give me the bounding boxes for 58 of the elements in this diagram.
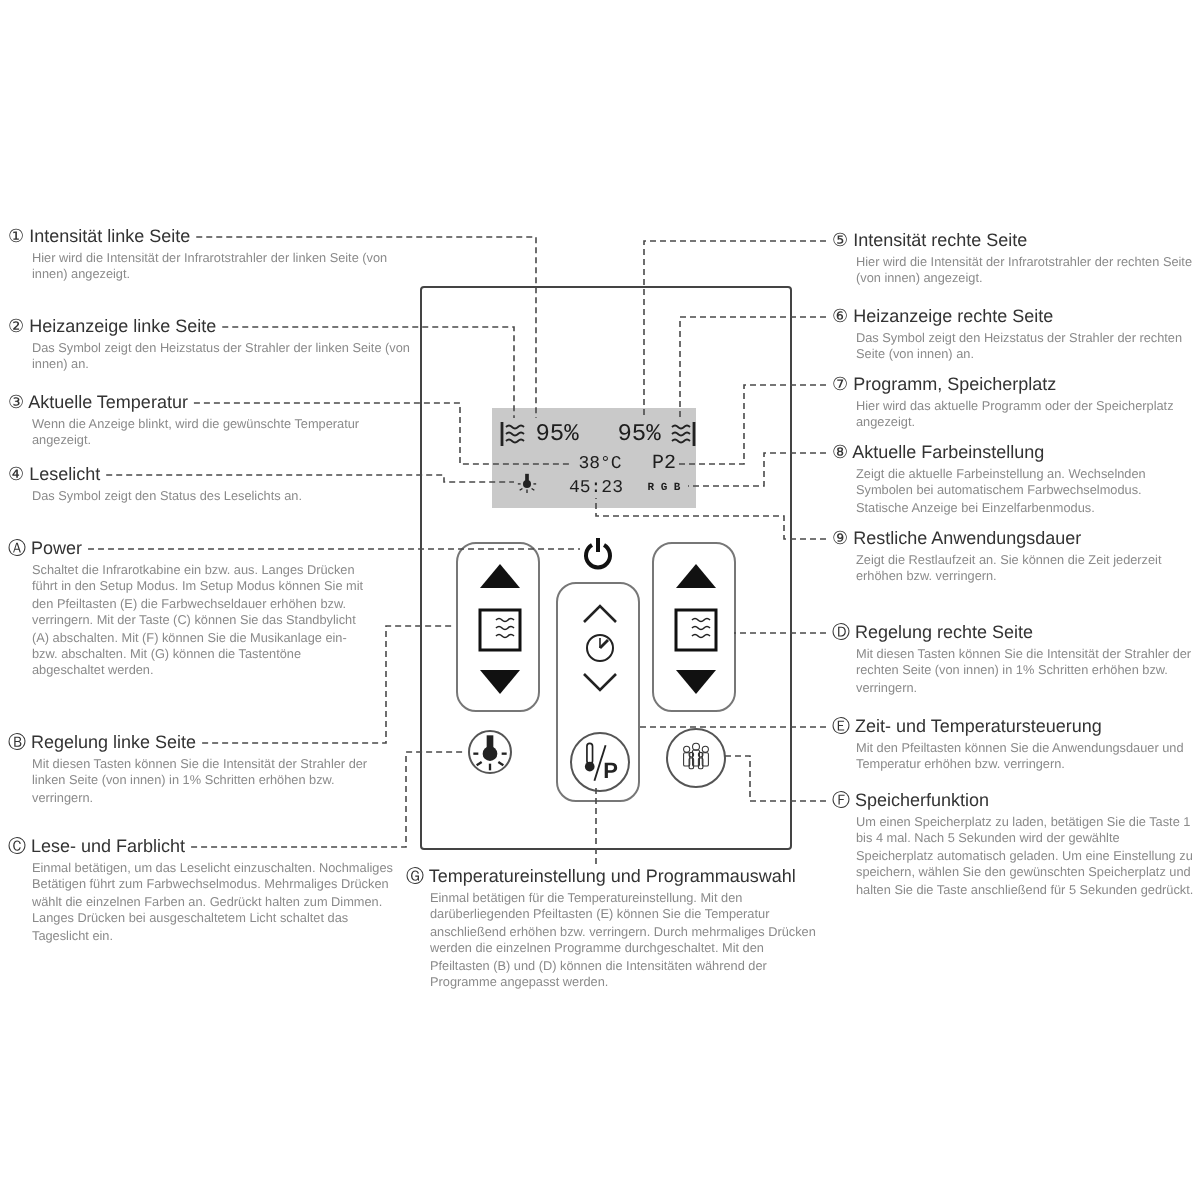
light-bulb-icon	[516, 472, 538, 494]
callout-heading: ⑥ Heizanzeige rechte Seite	[832, 306, 1054, 328]
light-button	[468, 730, 512, 774]
callout-heading: ③ Aktuelle Temperatur	[8, 392, 188, 414]
callout-heading: ⑧ Aktuelle Farbeinstellung	[832, 442, 1045, 464]
callout-heading: ⑦ Programm, Speicherplatz	[832, 374, 1057, 396]
up-triangle-icon	[676, 564, 716, 588]
down-triangle-icon	[676, 670, 716, 694]
callout-heading: ⑨ Restliche Anwendungsdauer	[832, 528, 1082, 550]
callout-heading: Ⓑ Regelung linke Seite	[8, 732, 197, 754]
leader-line	[679, 316, 827, 419]
callout-heading: Ⓔ Zeit- und Temperatursteuerung	[832, 716, 1102, 738]
program-readout: P2	[648, 454, 680, 476]
leader-line	[637, 726, 827, 728]
leader-line	[195, 236, 537, 419]
leader-line	[193, 402, 573, 465]
heater-icon	[478, 608, 522, 652]
callout-heading: ④ Leselicht	[8, 464, 101, 486]
leader-line	[723, 755, 827, 802]
intensity-readout: 95%	[612, 420, 666, 448]
leader-line	[595, 497, 827, 540]
leader-line	[687, 452, 827, 487]
intensity-readout: 95%	[530, 420, 584, 448]
up-chevron-icon	[580, 604, 620, 624]
temperature-readout: 38°C	[574, 454, 626, 476]
leader-line	[595, 787, 597, 865]
leader-line	[201, 625, 455, 744]
leader-line	[190, 751, 467, 848]
callout-heading: ⑤ Intensität rechte Seite	[832, 230, 1028, 252]
heat-waves-icon	[500, 420, 528, 448]
callout-heading: ① Intensität linke Seite	[8, 226, 191, 248]
down-triangle-icon	[480, 670, 520, 694]
down-chevron-icon	[580, 672, 620, 692]
button-group	[456, 542, 540, 712]
power-icon	[582, 536, 614, 568]
callout-heading: Ⓖ Temperatureinstellung und Programmauswahl	[406, 866, 796, 888]
leader-line	[221, 326, 515, 419]
heat-waves-icon	[668, 420, 696, 448]
leader-line	[105, 474, 515, 483]
family-button	[666, 728, 726, 788]
time-readout: 45:23	[566, 476, 626, 500]
leader-line	[643, 240, 827, 419]
callout-heading: Ⓕ Speicherfunktion	[832, 790, 990, 812]
lcd-display	[492, 408, 696, 508]
control-panel	[420, 286, 792, 850]
callout-heading: Ⓓ Regelung rechte Seite	[832, 622, 1034, 644]
callout-heading: Ⓐ Power	[8, 538, 83, 560]
leader-line	[733, 632, 827, 634]
up-triangle-icon	[480, 564, 520, 588]
heater-icon	[674, 608, 718, 652]
button-group	[652, 542, 736, 712]
leader-line	[677, 384, 827, 465]
callout-heading: ② Heizanzeige linke Seite	[8, 316, 217, 338]
callout-heading: Ⓒ Lese- und Farblicht	[8, 836, 186, 858]
leader-line	[87, 548, 581, 550]
temperature-program-button: P	[570, 732, 630, 792]
button-group	[556, 582, 640, 802]
timer-icon	[584, 632, 616, 664]
